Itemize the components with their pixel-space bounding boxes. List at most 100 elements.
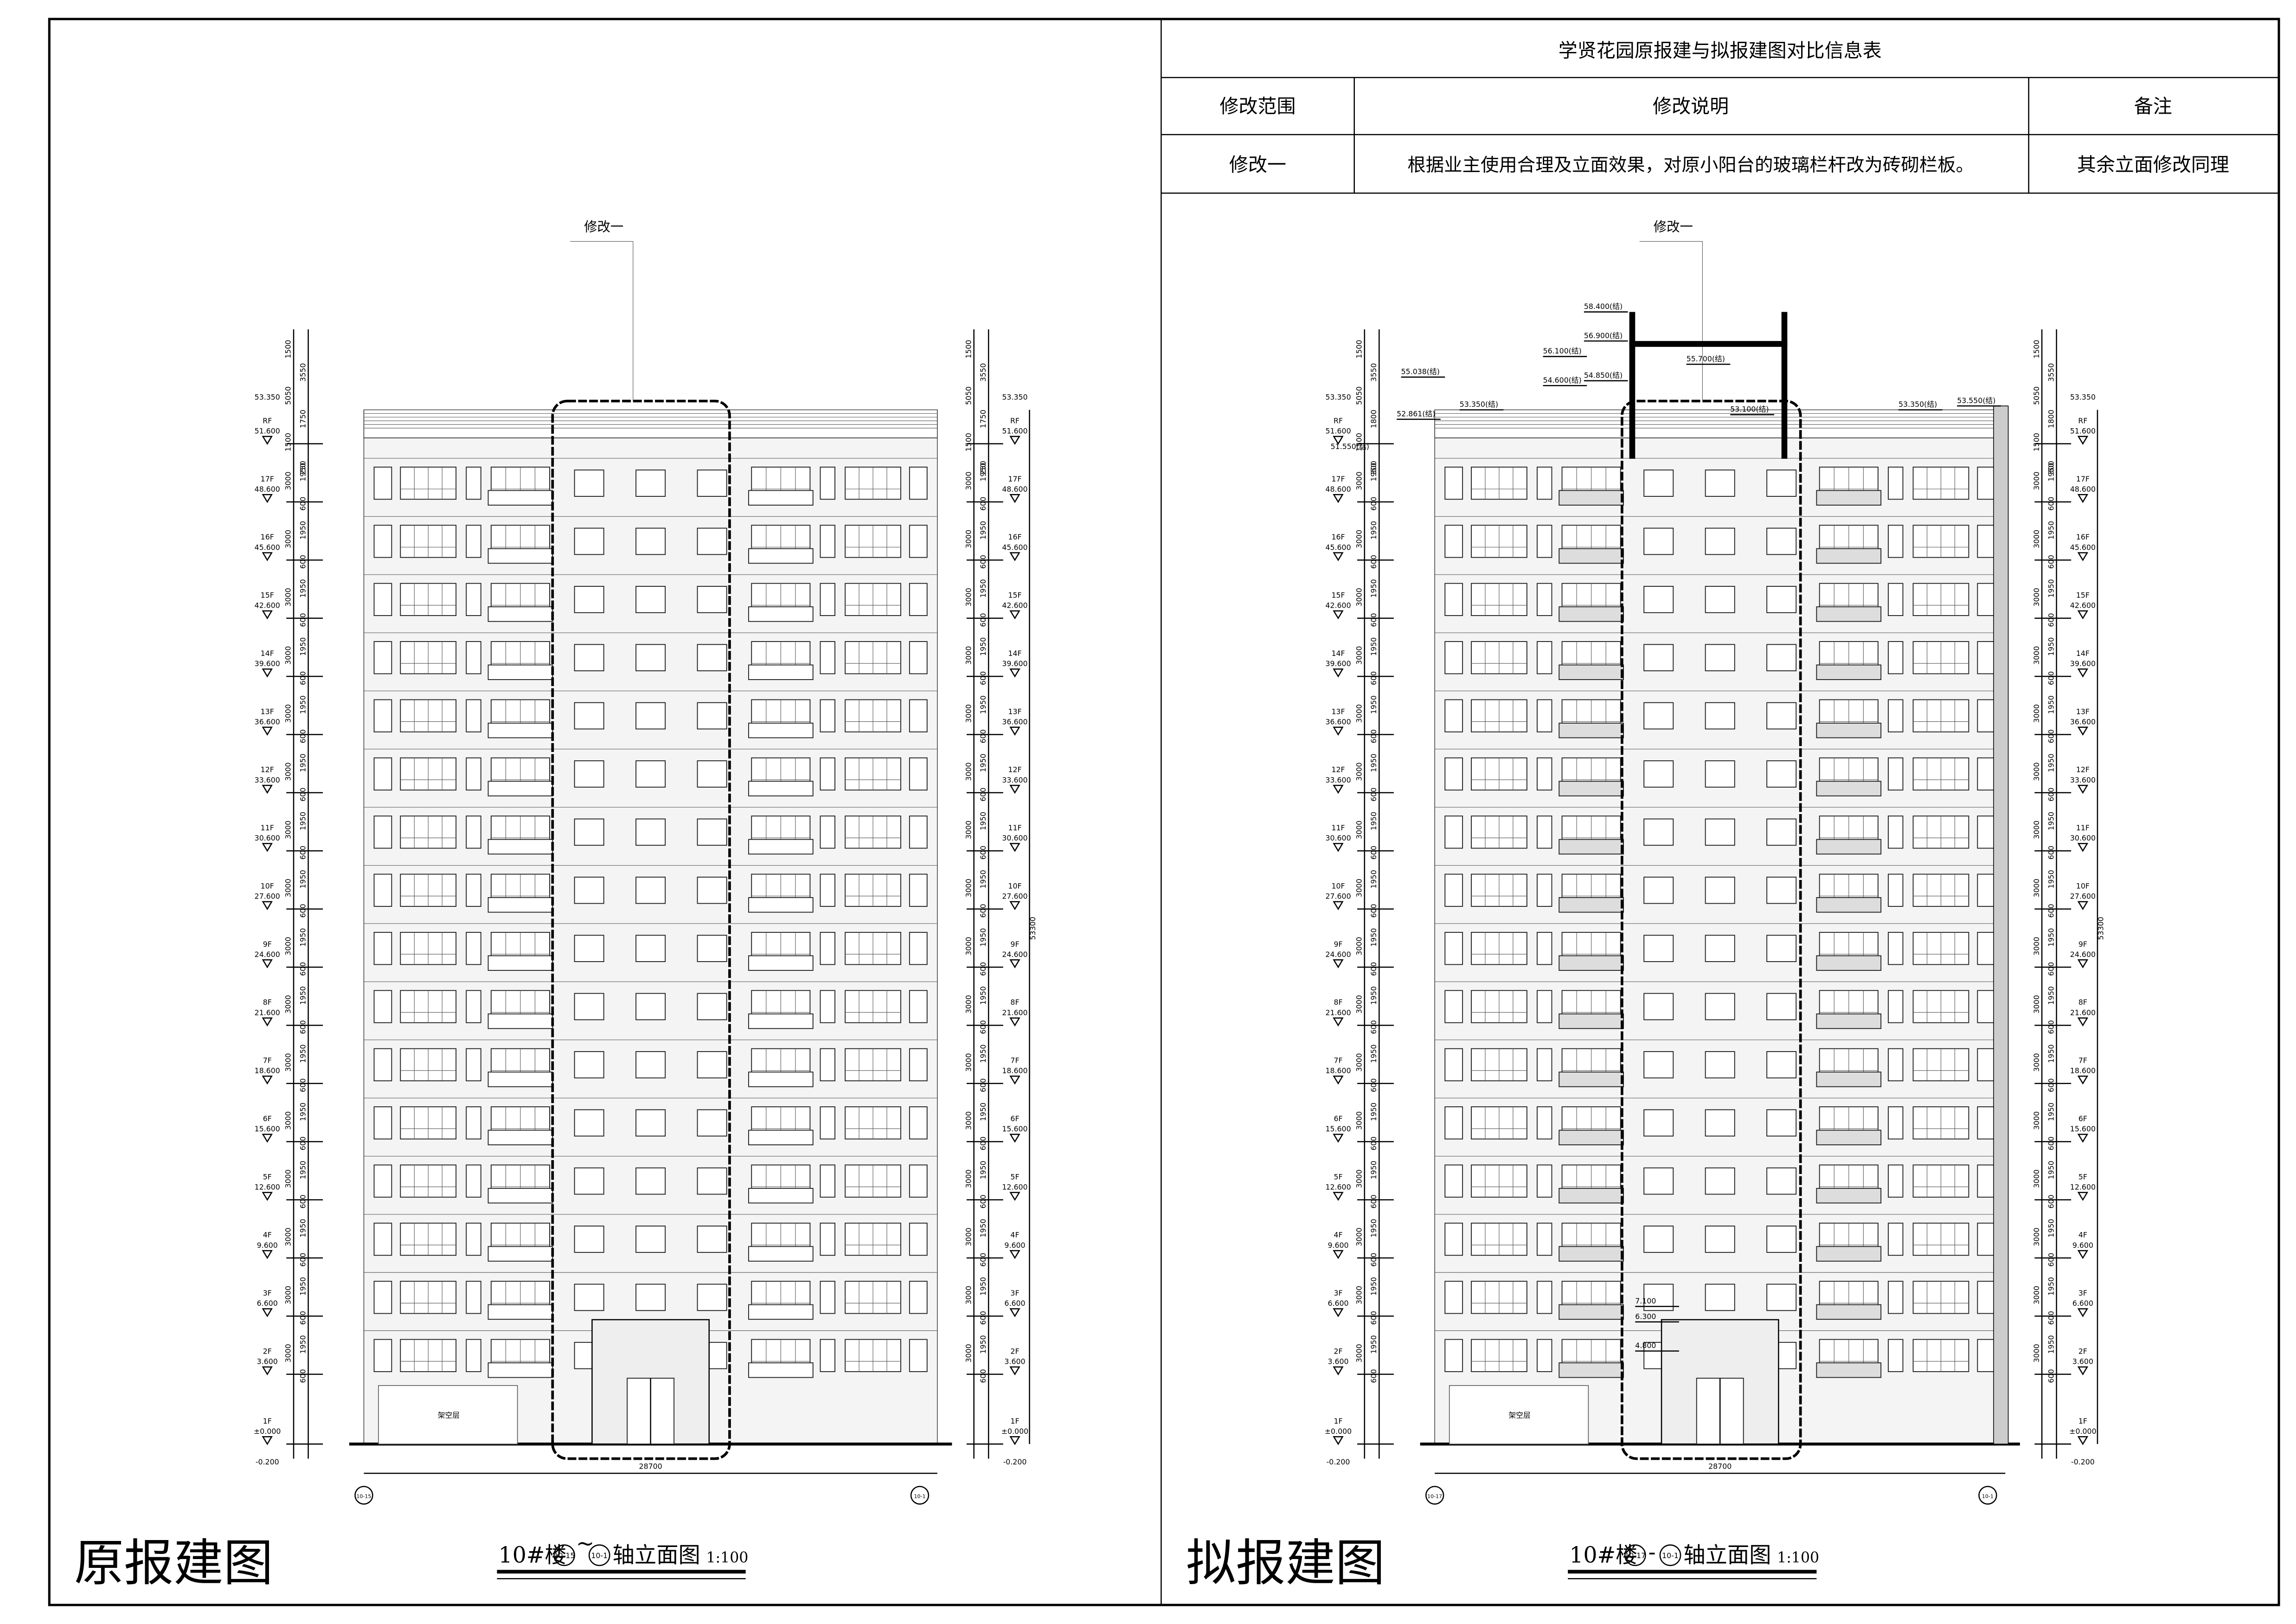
sill-dimension: 600 [979, 1311, 988, 1325]
small-window [1888, 1048, 1904, 1082]
sill-dimension: 600 [1369, 904, 1378, 918]
small-window [1888, 757, 1904, 791]
floor-height-dimension: 3000 [1354, 763, 1363, 781]
floor-height-dimension: 3000 [284, 937, 293, 956]
balcony-rail [748, 490, 814, 506]
level-name: 17F [261, 475, 274, 483]
small-window [820, 1164, 835, 1198]
small-window [1977, 873, 1996, 907]
proposed-drawing-title: 10#楼 10-17 - 10-1 轴立面图 1:100 [1568, 1540, 1819, 1579]
stair-window [1643, 644, 1674, 672]
top-dimension: 300 [2046, 461, 2055, 475]
level-name: 3F [263, 1289, 272, 1297]
level-elevation: 21.600 [1325, 1008, 1351, 1017]
small-window [1444, 525, 1463, 558]
small-window [466, 1222, 481, 1256]
small-window [466, 990, 481, 1023]
roof-parapet [1434, 409, 2006, 438]
balcony-rail [1816, 897, 1882, 913]
callout-leader [1639, 241, 1703, 401]
level-elevation: 15.600 [2070, 1124, 2096, 1133]
floor-height-dimension: 3000 [284, 472, 293, 490]
level-marker [1333, 901, 1344, 911]
small-window [1444, 757, 1463, 791]
elevation-annotation: 6.300 [1635, 1312, 1656, 1321]
level-name: 13F [1331, 707, 1345, 716]
level-elevation: 36.600 [1325, 717, 1351, 726]
balcony-rail [748, 1304, 814, 1320]
level-marker [1009, 552, 1020, 561]
small-window [1977, 931, 1996, 965]
balcony-rail [487, 664, 553, 680]
level-elevation: 30.600 [2070, 834, 2096, 842]
sill-dimension: 600 [979, 904, 988, 918]
stair-window [635, 1284, 666, 1311]
level-name: 13F [261, 707, 274, 716]
small-window [820, 873, 835, 907]
sill-dimension: 600 [298, 1311, 307, 1325]
level-marker [262, 726, 273, 736]
balcony-rail [748, 606, 814, 622]
top-dimension: 5050 [964, 386, 973, 405]
level-name: 9F [2078, 940, 2087, 949]
level-marker [262, 1250, 273, 1259]
sill-dimension: 600 [2046, 1020, 2055, 1034]
top-dimension: 3550 [298, 363, 307, 382]
stair-window [1766, 586, 1797, 613]
level-marker [1333, 784, 1344, 794]
window-height-dimension: 1950 [298, 1044, 307, 1063]
level-name: 12F [1331, 765, 1345, 774]
balcony-rail [1816, 839, 1882, 855]
svg-text:10-1: 10-1 [591, 1551, 608, 1560]
small-window [1537, 990, 1552, 1023]
top-dimension: 1750 [979, 410, 988, 428]
roof-level: 53.350 [255, 392, 280, 401]
sill-dimension: 600 [979, 1369, 988, 1383]
window-height-dimension: 1950 [979, 1103, 988, 1121]
stair-window [1705, 818, 1735, 846]
small-window [820, 815, 835, 849]
stair-window [574, 586, 604, 613]
level-elevation: ±0.000 [2069, 1427, 2096, 1436]
ground-floor-label: 架空层 [1508, 1411, 1530, 1419]
roof-level: 53.350 [1325, 392, 1351, 401]
level-elevation: 6.600 [2072, 1299, 2093, 1308]
small-window [1977, 1106, 1996, 1140]
level-marker [262, 901, 273, 911]
balcony-rail [1816, 1362, 1882, 1378]
window-height-dimension: 1950 [979, 637, 988, 656]
small-window [909, 466, 928, 500]
small-window [1888, 1339, 1904, 1372]
small-window [909, 699, 928, 732]
sill-dimension: 600 [2046, 846, 2055, 860]
stair-window [1766, 818, 1797, 846]
balcony-rail [1816, 955, 1882, 971]
level-elevation: ±0.000 [1001, 1427, 1028, 1436]
floor-height-dimension: 3000 [2032, 763, 2041, 781]
level-elevation: 27.600 [1002, 892, 1027, 901]
sill-dimension: 600 [2046, 788, 2055, 802]
window-height-dimension: 1950 [1369, 1219, 1378, 1238]
level-marker [262, 1075, 273, 1085]
level-name: 4F [1334, 1231, 1342, 1239]
small-window [1537, 1339, 1552, 1372]
sill-dimension: 600 [1369, 1078, 1378, 1092]
balcony-rail [1558, 1304, 1624, 1320]
stair-window [1766, 1284, 1797, 1311]
level-elevation: 3.600 [1004, 1357, 1025, 1366]
level-name: 8F [2078, 998, 2087, 1007]
level-name: 6F [263, 1114, 272, 1123]
stair-window [574, 469, 604, 497]
balcony-rail [487, 1130, 553, 1145]
level-marker [2077, 494, 2089, 503]
level-marker [1009, 784, 1020, 794]
level-elevation: 6.600 [1328, 1299, 1348, 1308]
balcony-rail [1558, 606, 1624, 622]
sill-dimension: 600 [979, 1194, 988, 1208]
stair-window [1643, 993, 1674, 1021]
top-dimension: 1750 [298, 410, 307, 428]
window-height-dimension: 1950 [1369, 1103, 1378, 1121]
small-window [1977, 641, 1996, 674]
level-name: 17F [1331, 475, 1345, 483]
level-name: 10F [2076, 881, 2090, 890]
